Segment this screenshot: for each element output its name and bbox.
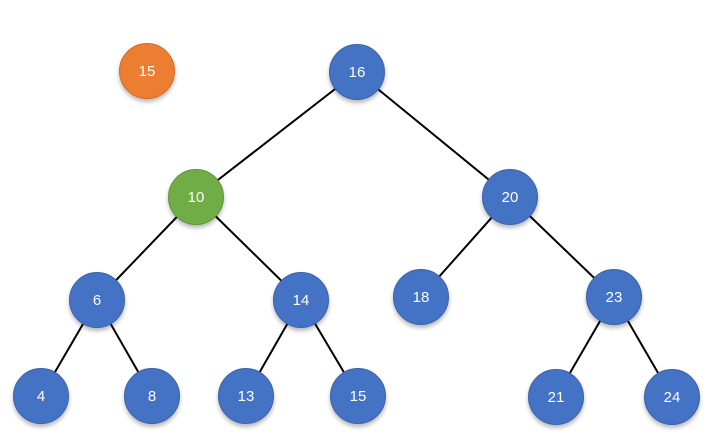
node-label: 4 xyxy=(36,387,46,405)
node-label: 14 xyxy=(292,291,310,309)
tree-edge-16-20 xyxy=(356,71,511,198)
node-label: 13 xyxy=(237,387,255,405)
node-label: 8 xyxy=(147,387,157,405)
tree-node-n6: 6 xyxy=(69,272,125,328)
node-label: 23 xyxy=(605,288,623,306)
node-label: 18 xyxy=(412,288,430,306)
node-label: 20 xyxy=(501,188,519,206)
node-label: 24 xyxy=(663,388,681,406)
tree-node-n23: 23 xyxy=(586,269,642,325)
node-label: 16 xyxy=(348,63,366,81)
node-label: 10 xyxy=(187,188,205,206)
tree-node-n4: 4 xyxy=(13,368,69,424)
tree-node-float15: 15 xyxy=(119,43,175,99)
tree-node-n14: 14 xyxy=(273,272,329,328)
tree-node-n10: 10 xyxy=(168,169,224,225)
node-label: 15 xyxy=(138,62,156,80)
tree-edge-16-10 xyxy=(195,71,358,198)
tree-node-n18: 18 xyxy=(393,269,449,325)
node-label: 15 xyxy=(349,387,367,405)
tree-node-n15b: 15 xyxy=(330,368,386,424)
tree-node-n21: 21 xyxy=(528,369,584,425)
tree-node-n8: 8 xyxy=(124,368,180,424)
node-label: 21 xyxy=(547,388,565,406)
node-label: 6 xyxy=(92,291,102,309)
tree-node-n20: 20 xyxy=(482,169,538,225)
tree-node-n16: 16 xyxy=(329,44,385,100)
tree-node-n13: 13 xyxy=(218,368,274,424)
tree-node-n24: 24 xyxy=(644,369,700,425)
